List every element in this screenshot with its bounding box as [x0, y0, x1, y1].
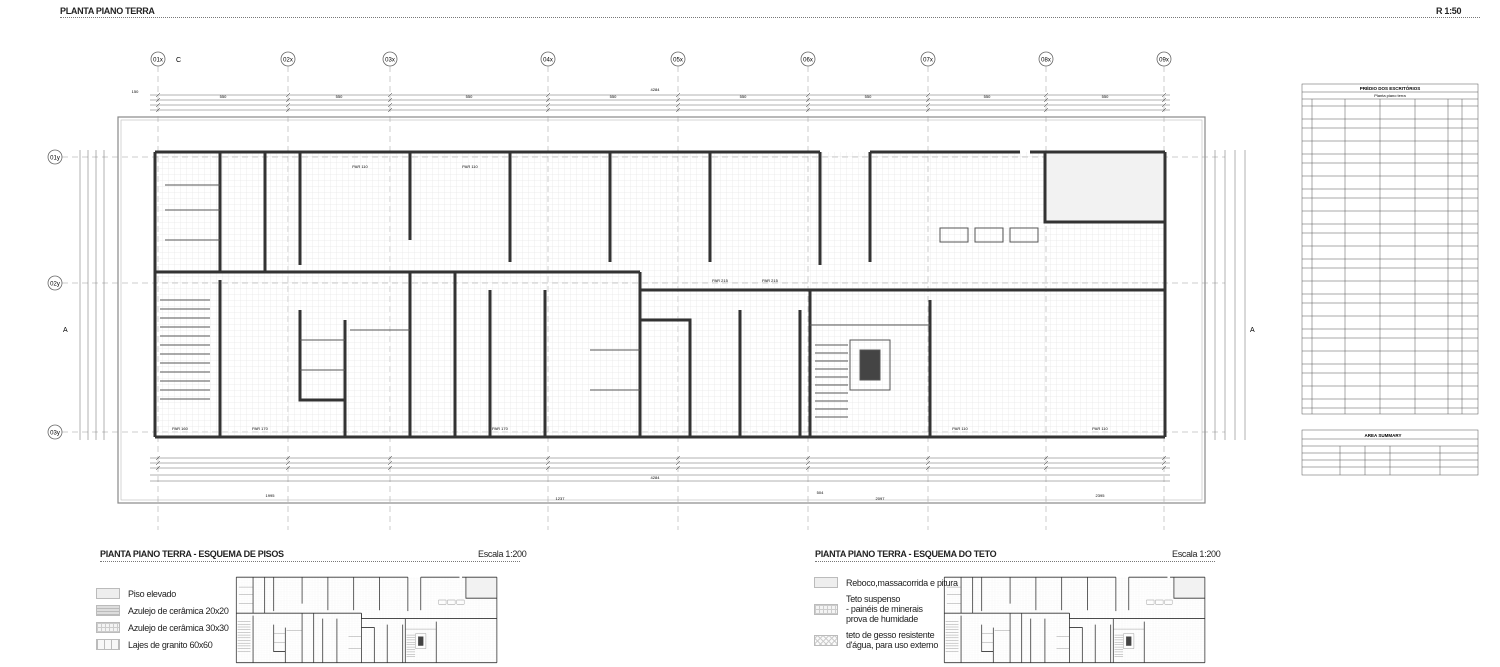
room-tag: PAR 110	[952, 426, 968, 431]
room-tag: PAR 215	[762, 278, 778, 283]
legend-label: Azulejo de cerâmica 20x20	[128, 605, 229, 616]
raised-floor-swatch	[96, 588, 120, 599]
overall-dimension: 4284	[651, 475, 661, 480]
bay-dimension: 550	[466, 94, 473, 99]
grid-bubble	[670, 51, 686, 67]
grid-bubble	[47, 149, 63, 165]
room-tag: PAR 160	[172, 426, 188, 431]
legend-label: Azulejo de cerâmica 30x30	[128, 622, 229, 633]
room-tag: PAR 170	[252, 426, 268, 431]
ceiling-scheme-title: PIANTA PIANO TERRA - ESQUEMA DO TETO	[815, 549, 997, 559]
floor-legend: Piso elevado Azulejo de cerâmica 20x20 A…	[96, 588, 229, 656]
granite-swatch	[96, 639, 120, 650]
grid-axis-label: 01y	[50, 156, 60, 162]
overall-dimension: 4284	[651, 87, 661, 92]
grid-bubble	[47, 275, 63, 291]
title-rule	[60, 17, 1480, 18]
ceiling-scheme-scale: Escala 1:200	[1172, 549, 1221, 559]
floor-scheme-title: PIANTA PIANO TERRA - ESQUEMA DE PISOS	[100, 549, 284, 559]
bay-dimension: 550	[1102, 94, 1109, 99]
grid-axis-label: 01x	[153, 58, 163, 64]
room-tag: PAR 110	[1092, 426, 1108, 431]
room-tag: PAR 170	[492, 426, 508, 431]
legend-label: Teto suspenso - painéis de minerais prov…	[846, 594, 923, 624]
bottom-dimension: 1237	[556, 496, 566, 501]
sheet-scale: R 1:50	[1436, 6, 1462, 16]
grid-axis-label: 03y	[50, 431, 60, 437]
grid-bubble	[382, 51, 398, 67]
grid-bubble	[280, 51, 296, 67]
ceramic-20-swatch	[96, 605, 120, 616]
grid-axis-label: 07x	[923, 58, 933, 64]
grid-bubble	[1038, 51, 1054, 67]
dimension-lines: 4284 4284 550 550 550 550 550 550 550 550 150 1995 1…	[79, 87, 1246, 501]
grid-bubble	[1156, 51, 1172, 67]
site-outline	[117, 116, 1206, 504]
bay-dimension: 550	[984, 94, 991, 99]
offset-dimension: 150	[132, 89, 139, 94]
ceramic-30-swatch	[96, 622, 120, 633]
ceiling-legend: Reboco,massacorrida e pitura Teto suspen…	[814, 577, 958, 656]
legend-label: Lajes de granito 60x60	[128, 639, 213, 650]
room-tag: PAR 110	[462, 164, 478, 169]
bay-dimension: 550	[740, 94, 747, 99]
bay-dimension: 550	[336, 94, 343, 99]
bay-dimension: 550	[865, 94, 872, 99]
floor-scheme-plan	[235, 576, 498, 664]
suspended-ceiling-swatch	[814, 603, 838, 615]
grid-bubble	[800, 51, 816, 67]
grid-axis-label: 09x	[1159, 58, 1169, 64]
section-mark: A	[63, 327, 68, 334]
sheet-title: PLANTA PIANO TERRA	[60, 6, 155, 16]
section-mark: C	[176, 57, 181, 64]
legend-label: teto de gesso resistente d'água, para us…	[846, 630, 939, 650]
floor-scheme-scale: Escala 1:200	[478, 549, 527, 559]
bay-dimension: 550	[220, 94, 227, 99]
ceiling-scheme-plan	[943, 576, 1206, 664]
grid-axis-label: 08x	[1041, 58, 1051, 64]
room-schedule-table	[1301, 83, 1479, 476]
room-tag: PAR 215	[712, 278, 728, 283]
grid-axis-label: 02y	[50, 282, 60, 288]
grid-axis-label: 03x	[385, 58, 395, 64]
grid-axis-label: 06x	[803, 58, 813, 64]
main-plan	[153, 150, 1167, 439]
room-tag: PAR 110	[352, 164, 368, 169]
section-mark: A	[1250, 327, 1255, 334]
grid-bubble	[540, 51, 556, 67]
legend-label: Piso elevado	[128, 588, 176, 599]
grid-bubble	[150, 51, 166, 67]
grid-axis-label: 05x	[673, 58, 683, 64]
area-summary-title: AREA SUMMARY	[1365, 433, 1402, 438]
grid-axis-label: 04x	[543, 58, 553, 64]
plaster-swatch	[814, 577, 838, 588]
bottom-dimension: 1995	[266, 493, 276, 498]
grid-axis-label: 02x	[283, 58, 293, 64]
legend-label: Reboco,massacorrida e pitura	[846, 577, 958, 588]
grid-bubble	[920, 51, 936, 67]
schedule-title: PRÉDIO DOS ESCRITÓRIOS	[1360, 84, 1421, 91]
gypsum-ceiling-swatch	[814, 634, 838, 646]
bottom-dimension: 504	[817, 490, 824, 495]
schedule-subtitle: Planta piano terra	[1374, 93, 1406, 98]
bottom-dimension: 2097	[876, 496, 886, 501]
bay-dimension: 550	[610, 94, 617, 99]
bottom-dimension: 2395	[1096, 493, 1106, 498]
grid-bubble	[47, 424, 63, 440]
